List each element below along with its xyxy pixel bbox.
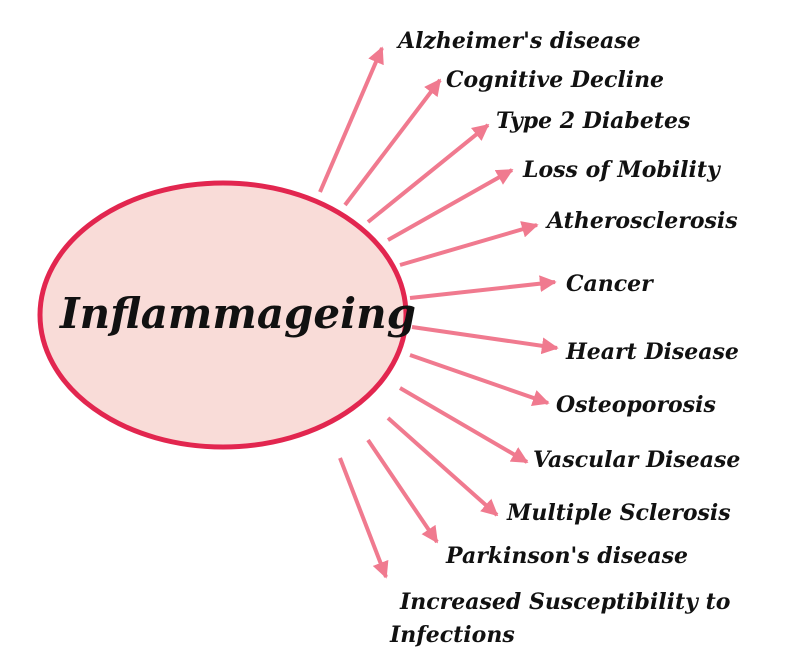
- label-heart-disease: Heart Disease: [565, 339, 739, 365]
- arrow-type2-diabetes: [366, 123, 490, 224]
- center-ellipse: [37, 180, 409, 450]
- arrow-cognitive-decline: [343, 78, 442, 207]
- arrow-loss-of-mobility: [387, 168, 514, 242]
- arrow-vascular-disease: [398, 386, 529, 464]
- label-infections-line2: Infections: [389, 622, 515, 648]
- label-osteoporosis: Osteoporosis: [556, 392, 716, 418]
- center-label: Inflammageing: [59, 289, 416, 338]
- label-parkinsons: Parkinson's disease: [445, 543, 688, 569]
- label-infections-line1: Increased Susceptibility to: [399, 589, 730, 615]
- arrow-parkinsons: [366, 438, 439, 544]
- label-atherosclerosis: Atherosclerosis: [545, 208, 738, 234]
- label-cancer: Cancer: [566, 271, 654, 297]
- label-alzheimers: Alzheimer's disease: [396, 28, 641, 54]
- outcome-labels: Alzheimer's disease Cognitive Decline Ty…: [389, 28, 740, 648]
- arrows-group: [318, 46, 559, 579]
- arrow-infections: [338, 457, 389, 579]
- label-loss-of-mobility: Loss of Mobility: [522, 157, 722, 183]
- arrow-alzheimers: [318, 46, 384, 193]
- arrow-cancer: [409, 275, 557, 300]
- arrow-osteoporosis: [409, 353, 550, 406]
- label-type2-diabetes: Type 2 Diabetes: [496, 108, 690, 134]
- arrow-heart-disease: [411, 325, 559, 355]
- arrow-multiple-sclerosis: [386, 416, 499, 517]
- label-vascular-disease: Vascular Disease: [533, 447, 740, 473]
- label-multiple-sclerosis: Multiple Sclerosis: [506, 500, 731, 526]
- arrow-atherosclerosis: [399, 221, 539, 267]
- label-cognitive-decline: Cognitive Decline: [446, 67, 664, 93]
